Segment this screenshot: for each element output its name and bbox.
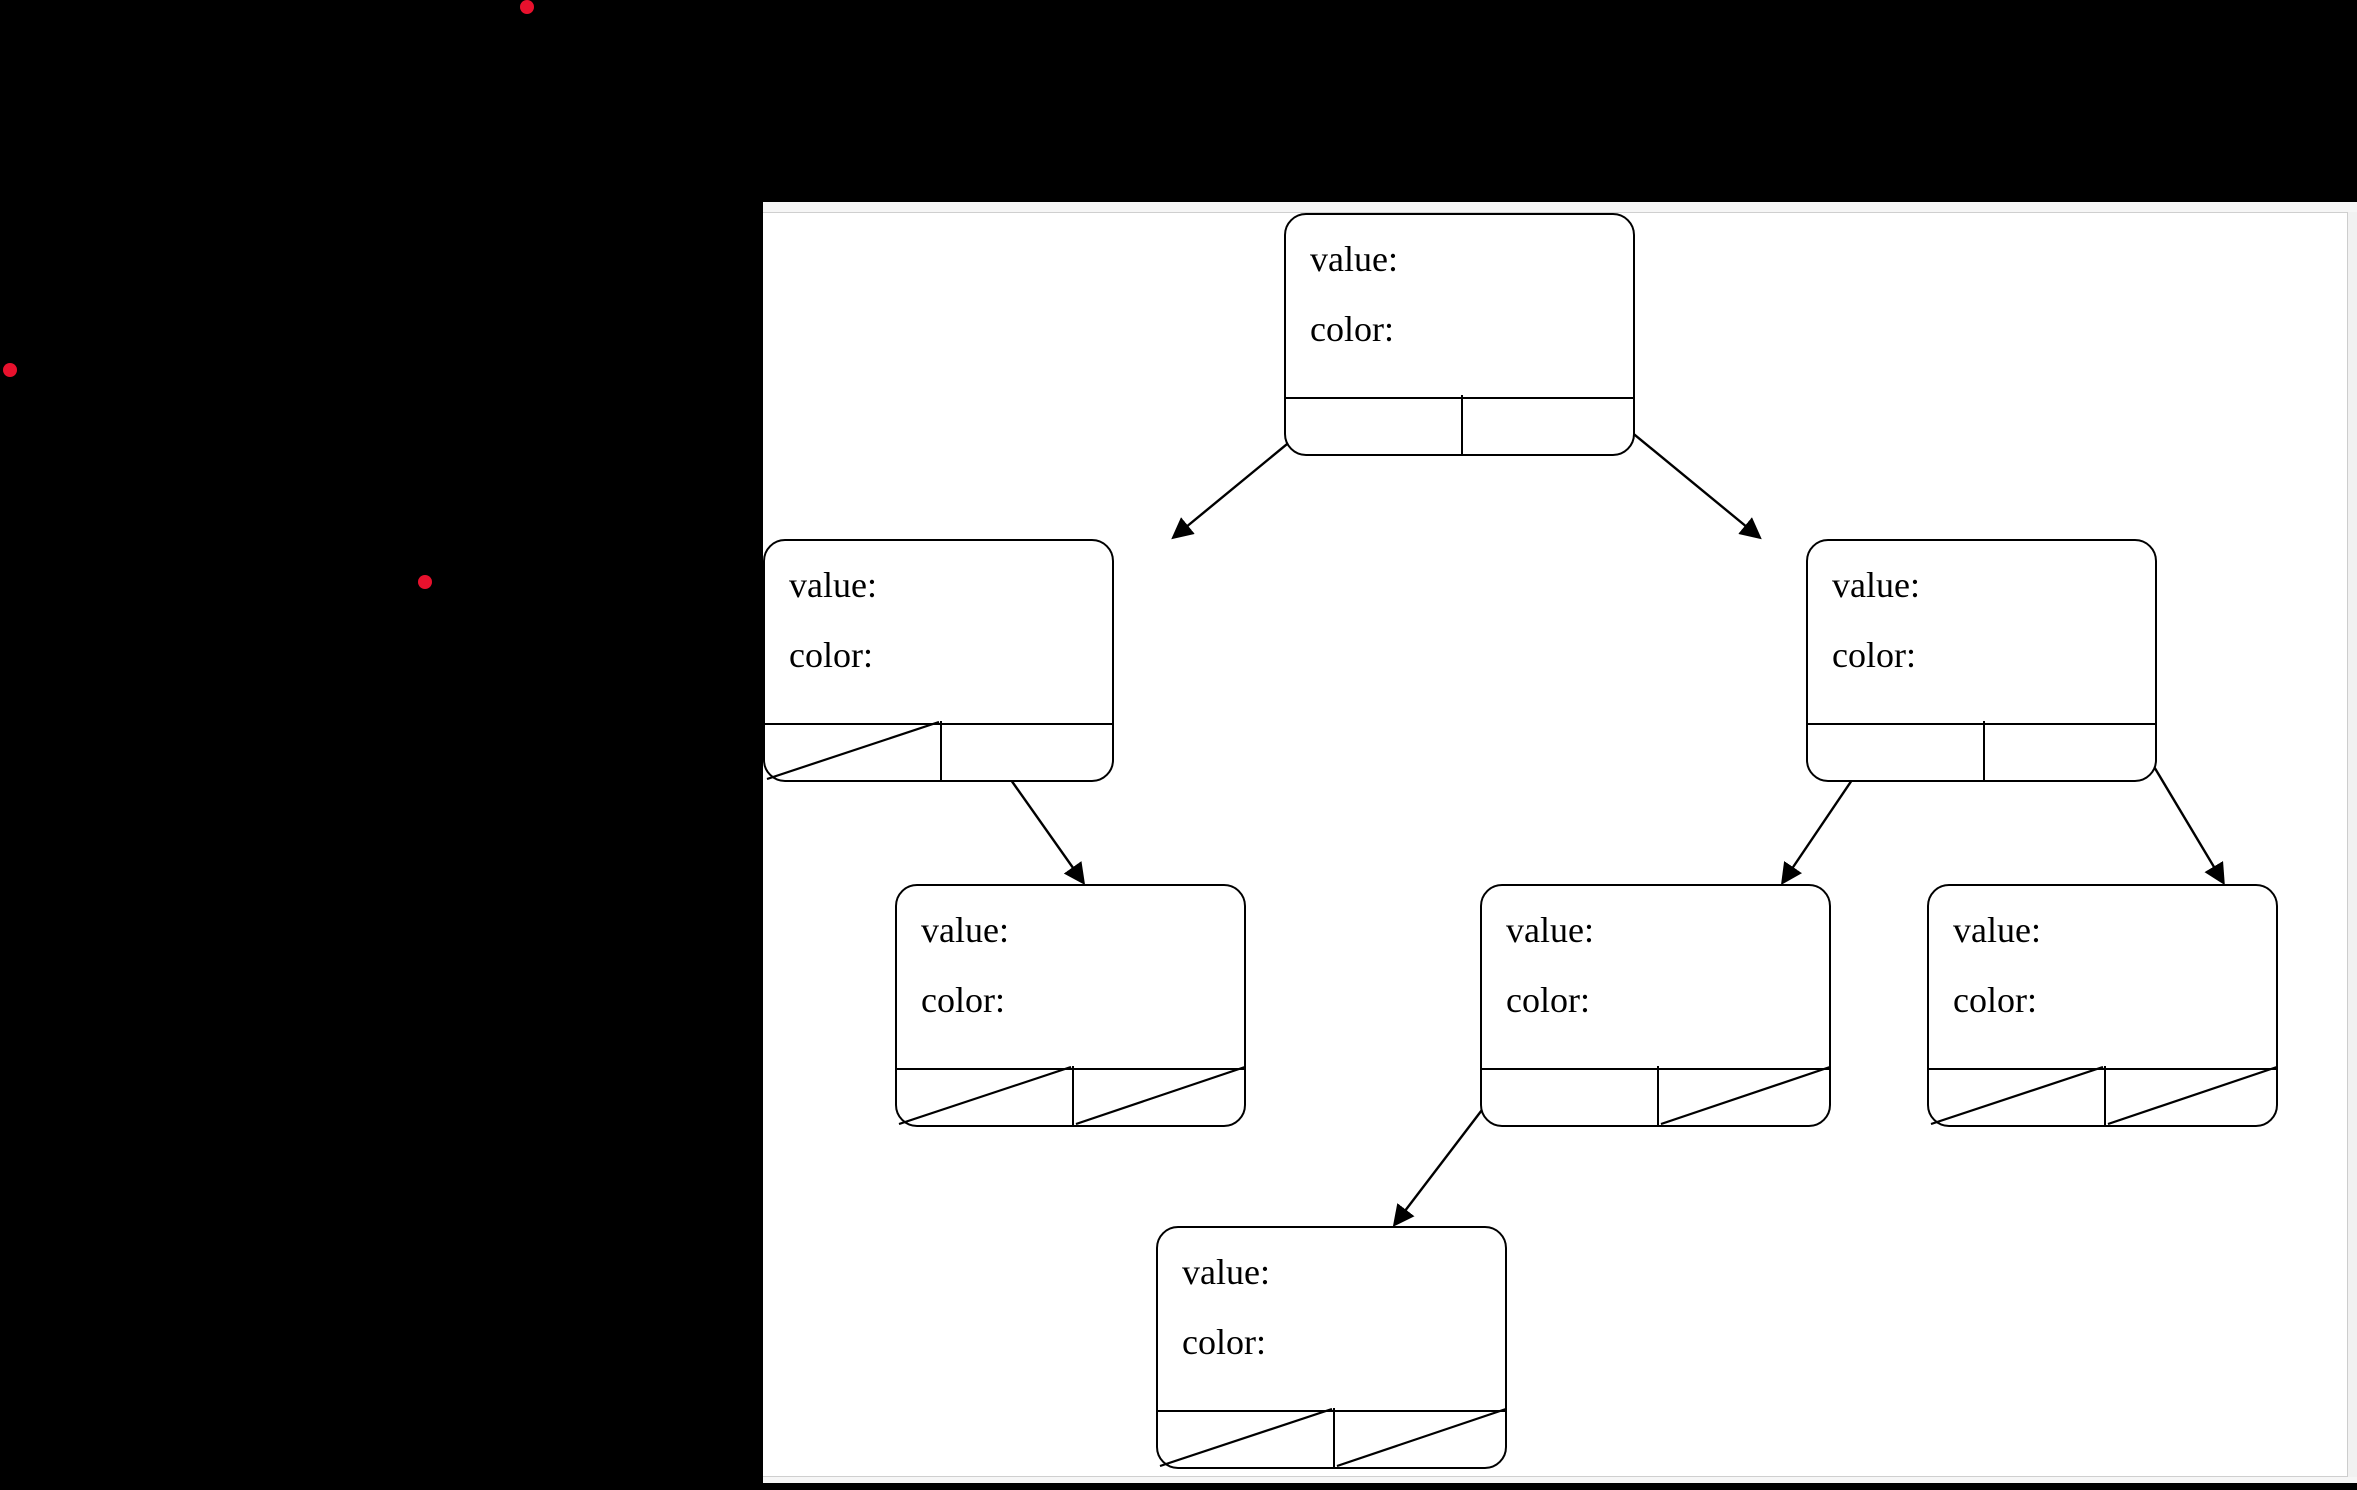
left-pointer-cell[interactable]: [1929, 1066, 2104, 1125]
pointer-row-divider: [1806, 723, 2157, 725]
left-pointer-cell[interactable]: [765, 721, 940, 780]
node-fields: value: color:: [1929, 886, 2276, 1052]
tree-node-right[interactable]: value: color:: [1806, 539, 2157, 782]
left-pointer-cell[interactable]: [1158, 1408, 1333, 1467]
node-color-label: color:: [1506, 980, 1590, 1020]
node-color-label: color:: [921, 980, 1005, 1020]
document-panel: value:color:value:color:value:color:valu…: [763, 202, 2357, 1483]
pointer-row-divider: [1480, 1068, 1831, 1070]
right-pointer-cell[interactable]: [1657, 1066, 1831, 1125]
left-pointer-cell[interactable]: [1286, 395, 1461, 454]
tree-node-left-right[interactable]: value: color:: [895, 884, 1246, 1127]
null-pointer-slash-icon: [1075, 1066, 1246, 1125]
node-value-label: value:: [1953, 910, 2041, 950]
node-fields: value: color:: [897, 886, 1244, 1052]
right-pointer-cell[interactable]: [1461, 395, 1635, 454]
node-value-label: value:: [1832, 565, 1920, 605]
node-fields: value: color:: [1286, 215, 1633, 381]
node-fields: value: color:: [1808, 541, 2155, 707]
left-pointer-cell[interactable]: [1482, 1066, 1657, 1125]
node-color-label: color:: [1953, 980, 2037, 1020]
tree-node-right-left[interactable]: value: color:: [1480, 884, 1831, 1127]
node-color-label: color:: [789, 635, 873, 675]
left-pointer-cell[interactable]: [897, 1066, 1072, 1125]
left-pointer-cell[interactable]: [1808, 721, 1983, 780]
null-pointer-slash-icon: [1930, 1066, 2104, 1125]
tree-node-left[interactable]: value: color:: [763, 539, 1114, 782]
node-value-label: value:: [789, 565, 877, 605]
tree-node-deep[interactable]: value: color:: [1156, 1226, 1507, 1469]
node-fields: value: color:: [1482, 886, 1829, 1052]
null-pointer-slash-icon: [766, 721, 940, 780]
node-value-label: value:: [1310, 239, 1398, 279]
pointer-row-divider: [763, 723, 1114, 725]
node-color-label: color:: [1310, 309, 1394, 349]
right-pointer-cell[interactable]: [1072, 1066, 1246, 1125]
pointer-row-divider: [1284, 397, 1635, 399]
right-pointer-cell[interactable]: [2104, 1066, 2278, 1125]
node-value-label: value:: [921, 910, 1009, 950]
panel-bottom-strip: [763, 1476, 2357, 1483]
right-pointer-cell[interactable]: [1983, 721, 2157, 780]
null-pointer-slash-icon: [898, 1066, 1072, 1125]
node-color-label: color:: [1832, 635, 1916, 675]
right-pointer-cell[interactable]: [1333, 1408, 1507, 1467]
panel-top-strip: [763, 202, 2357, 213]
node-fields: value: color:: [765, 541, 1112, 707]
marker-dot-top: [520, 0, 534, 14]
tree-node-root[interactable]: value: color:: [1284, 213, 1635, 456]
null-pointer-slash-icon: [1660, 1066, 1831, 1125]
null-pointer-slash-icon: [2107, 1066, 2278, 1125]
vertical-scrollbar[interactable]: [2347, 212, 2357, 1477]
node-fields: value: color:: [1158, 1228, 1505, 1394]
tree-node-right-right[interactable]: value: color:: [1927, 884, 2278, 1127]
pointer-row-divider: [1156, 1410, 1507, 1412]
marker-dot-middle: [418, 575, 432, 589]
node-color-label: color:: [1182, 1322, 1266, 1362]
null-pointer-slash-icon: [1159, 1408, 1333, 1467]
marker-dot-left: [3, 363, 17, 377]
node-value-label: value:: [1506, 910, 1594, 950]
pointer-row-divider: [895, 1068, 1246, 1070]
null-pointer-slash-icon: [1336, 1408, 1507, 1467]
node-value-label: value:: [1182, 1252, 1270, 1292]
pointer-row-divider: [1927, 1068, 2278, 1070]
right-pointer-cell[interactable]: [940, 721, 1114, 780]
